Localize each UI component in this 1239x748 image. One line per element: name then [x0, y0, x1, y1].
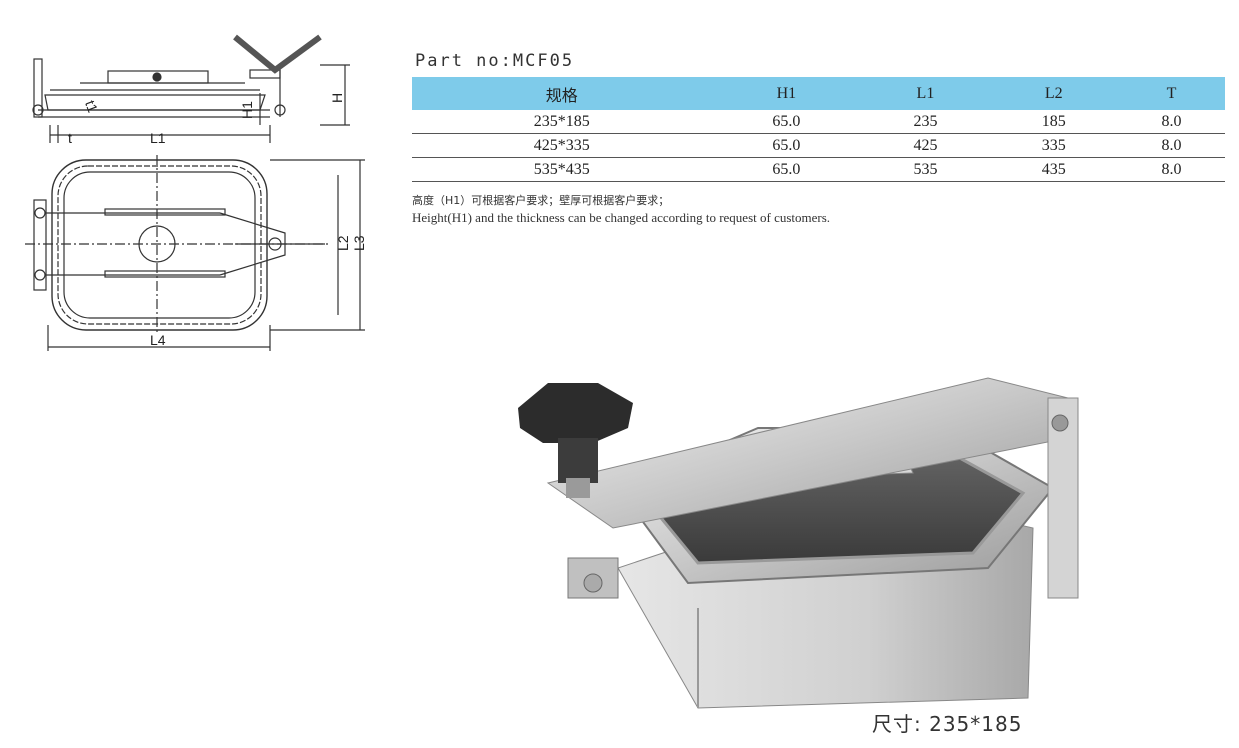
technical-drawing: H H1 t1 t L1 L2 L3 L4 — [20, 25, 370, 355]
label-t1: t1 — [82, 98, 101, 115]
label-L2: L2 — [335, 235, 351, 251]
header-l2: L2 — [989, 77, 1118, 110]
part-number: Part no:MCF05 — [415, 51, 575, 71]
table-cell: 185 — [989, 110, 1118, 134]
header-l1: L1 — [861, 77, 990, 110]
table-header-row: 规格 H1 L1 L2 T — [412, 77, 1225, 110]
header-h1: H1 — [711, 77, 862, 110]
label-L1: L1 — [150, 130, 166, 146]
table-cell: 65.0 — [711, 133, 862, 158]
table-row: 425*335 65.0 425 335 8.0 — [412, 133, 1225, 158]
table-cell: 535 — [861, 157, 990, 182]
size-caption: 尺寸: 235*185 — [872, 712, 1023, 736]
table-cell: 435 — [989, 157, 1118, 182]
table-cell: 535*435 — [412, 157, 712, 182]
label-H: H — [329, 93, 345, 103]
manhole-cover-drawing: H H1 t1 t L1 L2 L3 L4 — [25, 34, 367, 351]
label-L3: L3 — [351, 235, 367, 251]
table-row: 535*435 65.0 535 435 8.0 — [412, 157, 1225, 182]
label-H1: H1 — [239, 101, 255, 119]
header-spec: 规格 — [412, 77, 712, 110]
table-cell: 65.0 — [711, 110, 862, 134]
note-chinese: 高度（H1）可根据客户要求；壁厚可根据客户要求； — [412, 194, 670, 207]
label-L4: L4 — [150, 332, 166, 348]
note-english: Height(H1) and the thickness can be chan… — [412, 210, 831, 225]
table-cell: 235 — [861, 110, 990, 134]
table-cell: 8.0 — [1117, 133, 1225, 158]
table-cell: 425*335 — [412, 133, 712, 158]
spec-table: 规格 H1 L1 L2 T 235*185 65.0 235 185 8.0 4… — [412, 77, 1225, 182]
table-cell: 65.0 — [711, 157, 862, 182]
manhole-cover-image — [518, 377, 1079, 709]
table-cell: 425 — [861, 133, 990, 158]
table-cell: 8.0 — [1117, 110, 1225, 134]
header-t: T — [1117, 77, 1225, 110]
note: 高度（H1）可根据客户要求；壁厚可根据客户要求； Height(H1) and … — [412, 192, 830, 226]
table-cell: 8.0 — [1117, 157, 1225, 182]
table-cell: 335 — [989, 133, 1118, 158]
label-t: t — [68, 130, 72, 146]
table-row: 235*185 65.0 235 185 8.0 — [412, 110, 1225, 134]
product-photo — [508, 368, 1088, 713]
table-cell: 235*185 — [412, 110, 712, 134]
